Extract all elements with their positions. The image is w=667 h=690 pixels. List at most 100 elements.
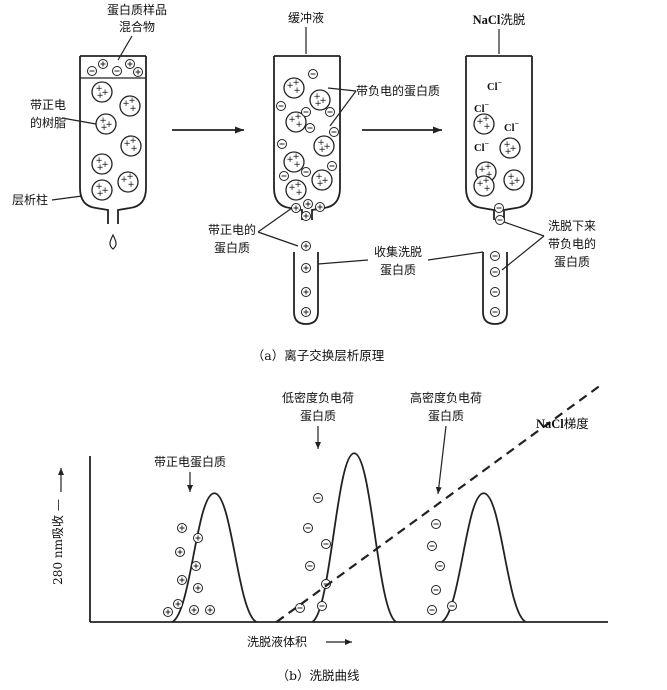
negative-protein [303,523,313,533]
plus-charge: + [513,176,520,186]
resin-bead: +++ [503,169,525,191]
positive-protein [193,583,203,593]
negative-protein [325,107,335,117]
peak-proteins [163,493,457,617]
plus-charge: + [96,91,103,101]
y-axis-label: 280 nm吸收 — [51,499,65,585]
positive-protein [125,59,135,69]
eluted-leader [501,235,545,271]
eluted-label: 洗脱下来 [548,218,596,233]
plus-charge: + [288,115,295,125]
positive-protein [163,607,173,617]
negative-protein [329,127,339,137]
resin-bead: +++ [117,171,139,193]
plus-charge: + [99,116,106,126]
negative-protein [279,171,289,181]
positive-protein [301,287,311,297]
plus-charge: + [503,140,510,150]
resin-bead: +++ [499,137,521,159]
resin-bead: +++ [91,179,113,201]
resin-bead: +++ [309,89,331,111]
plus-charge: + [509,144,516,154]
positive-protein [301,241,311,251]
plus-charge: + [100,123,107,133]
positive-protein [205,605,215,615]
resin-label: 的树脂 [30,115,66,130]
plus-charge: + [293,160,300,170]
plus-charge: + [126,172,133,182]
negative-protein [277,139,287,149]
chloride-ion: Cl− [487,78,503,93]
neg-protein-leader [329,90,357,127]
positive-protein [133,67,143,77]
negative-protein [313,493,323,503]
plus-charge: + [129,104,136,114]
exiting-positive-proteins [291,199,325,221]
plus-charge: + [128,96,135,106]
plus-charge: + [95,156,102,166]
pos-protein-label: 蛋白质 [214,240,250,255]
sample-label: 混合物 [119,19,155,34]
negative-protein [327,161,337,171]
plus-charge: + [129,136,136,146]
negative-protein [490,251,500,261]
negative-protein [490,307,500,317]
resin-bead: +++ [119,95,141,117]
plus-charge: + [504,147,511,157]
plus-charge: + [105,120,112,130]
plus-charge: + [95,182,102,192]
collect-label: 收集洗脱 [374,244,422,259]
plus-charge: + [484,162,491,172]
peak3-arrow [435,425,447,495]
plus-charge: + [313,92,320,102]
plus-charge: + [293,86,300,96]
plus-charge: + [317,138,324,148]
sample-leader [117,35,133,61]
collect-leader [427,251,484,261]
peak3-label: 蛋白质 [428,408,464,423]
resin-bead: +++ [91,153,113,175]
resin-bead: +++ [473,113,495,135]
eluted-label: 带负电的 [548,236,596,251]
negative-protein [435,561,445,571]
resin-bead: +++ [285,111,307,133]
negative-protein [295,603,305,613]
resin-beads: +++++++++++++++ [473,113,525,197]
negative-protein [305,561,315,571]
plus-charge: + [483,184,490,194]
panel-b: 280 nm吸收 — 洗脱液体积 带正电蛋白质 低密度负电荷 蛋白质 高密度负电… [51,382,608,683]
positive-protein [301,211,311,221]
positive-protein [177,575,187,585]
plus-charge: + [292,78,299,88]
positive-protein [301,263,311,273]
column-leader [51,195,83,201]
plus-charge: + [101,160,108,170]
plus-charge: + [294,112,301,122]
plus-charge: + [96,189,103,199]
plus-charge: + [288,183,295,193]
negative-protein [276,101,286,111]
resin-bead: +++ [95,113,117,135]
plus-charge: + [286,81,293,91]
eluted-label: 蛋白质 [554,254,590,269]
resin-beads: +++++++++++++++++++++ [91,81,142,201]
sample-layer [87,59,143,77]
plus-charge: + [316,179,323,189]
elution-peak-1 [171,492,257,623]
collect-label: 蛋白质 [380,262,416,277]
positive-protein [173,599,183,609]
panel-b-caption: （b）洗脱曲线 [276,668,360,683]
positive-protein [315,202,325,212]
plus-charge: + [314,99,321,109]
nacl-gradient-label: NaCl梯度 [536,416,589,431]
positive-protein [177,523,187,533]
plus-charge: + [123,139,130,149]
panel-a-caption: （a）离子交换层析原理 [252,348,385,363]
negative-protein [308,69,318,79]
column-1: +++++++++++++++++++++ [79,55,147,250]
plus-charge: + [295,188,302,198]
plus-charge: + [120,175,127,185]
eluted-leader [503,221,545,237]
neg-protein-leader [327,87,357,92]
negative-protein [431,519,441,529]
